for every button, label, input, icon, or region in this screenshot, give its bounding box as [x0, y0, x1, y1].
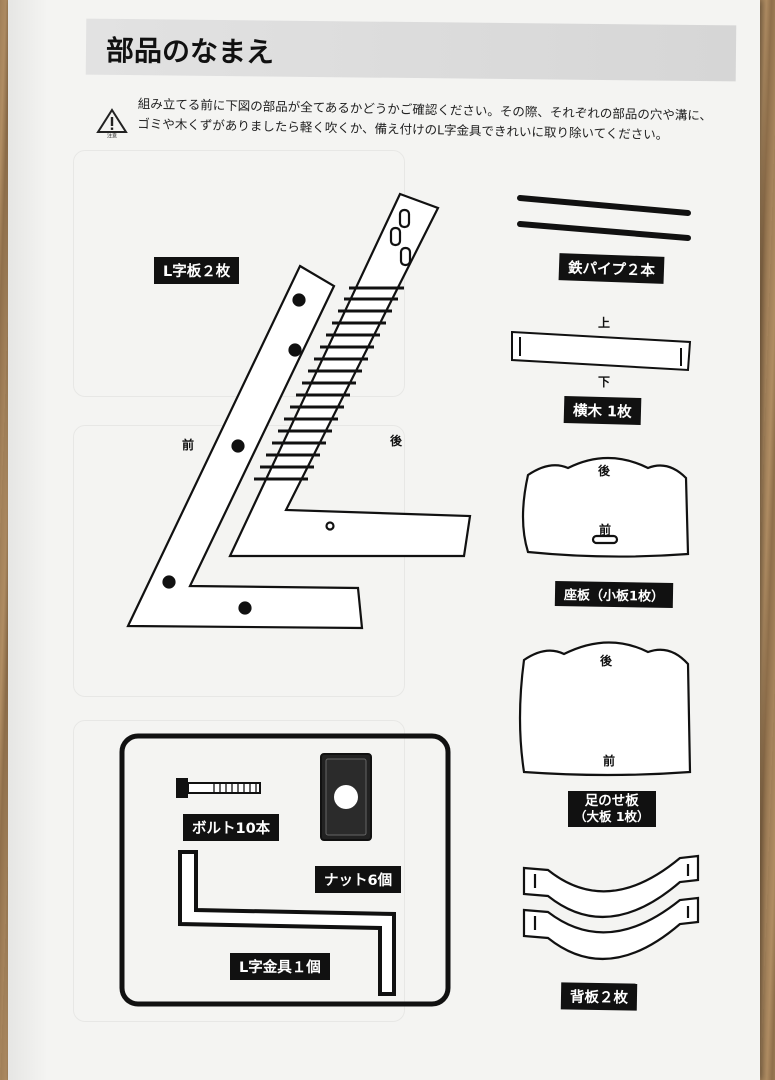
footrest-board-drawing — [518, 641, 692, 777]
iron-pipes-drawing — [517, 195, 691, 241]
footrest-front-mark: 前 — [603, 754, 616, 768]
caution-caption: 注意 — [107, 133, 117, 139]
l-board-front-drawing — [126, 264, 364, 630]
crossbar-top-mark: 上 — [598, 316, 611, 330]
footrest-label-line2: （大板 1枚） — [574, 809, 650, 824]
bolt-label: ボルト10本 — [183, 814, 280, 841]
l-board-back-drawing — [228, 192, 472, 558]
seat-board-drawing — [521, 456, 690, 558]
seat-label: 座板（小板1枚） — [554, 580, 674, 609]
l-wrench-drawing — [178, 850, 396, 996]
crossbar-label: 横木 1枚 — [563, 396, 641, 425]
page-binding-shadow — [8, 0, 48, 1080]
footrest-back-mark: 後 — [600, 654, 613, 668]
l-board-label: L字板２枚 — [154, 257, 240, 284]
crossbar-drawing — [511, 330, 692, 372]
crossbar-bottom-mark: 下 — [598, 375, 611, 389]
seat-front-mark: 前 — [599, 523, 612, 537]
backrest-boards-drawing — [522, 854, 700, 960]
seat-back-mark: 後 — [598, 464, 611, 478]
show-through-shadow — [73, 720, 405, 1022]
parts-diagram — [119, 192, 700, 1007]
instruction-page: 部品のなまえ 注意 組み立てる前に下図の部品が全てあるかどうかご確認ください。そ… — [8, 0, 760, 1080]
footrest-label: 足のせ板 （大板 1枚） — [568, 791, 656, 827]
pipe-label: 鉄パイプ２本 — [558, 253, 665, 284]
l-board-front-mark: 前 — [182, 438, 195, 452]
l-board-back-mark: 後 — [390, 434, 403, 448]
wrench-label: L字金具１個 — [230, 953, 330, 980]
nut-label: ナット6個 — [315, 866, 402, 893]
backrest-label: 背板２枚 — [560, 982, 638, 1011]
caution-triangle-icon: 注意 — [96, 108, 128, 138]
footrest-label-line1: 足のせ板 — [584, 793, 639, 809]
bolt-drawing — [176, 778, 261, 798]
nut-drawing — [320, 753, 372, 841]
hardware-box — [119, 733, 451, 1007]
